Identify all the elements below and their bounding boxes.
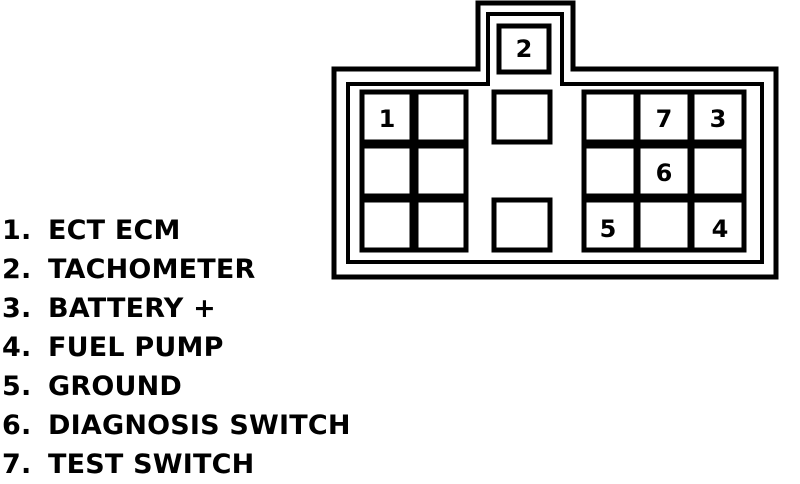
legend-item-number: 5.: [2, 371, 32, 402]
pin-label-4: 4: [712, 215, 729, 243]
cavity-left-r3c1: [359, 197, 415, 253]
pin-label-7: 7: [656, 105, 673, 133]
cavity-right-r1c1: [581, 89, 639, 145]
connector-housing-outer: [331, 0, 779, 280]
legend-item: 1. ECT ECM: [2, 211, 351, 250]
cavity-left-r1c2: [413, 89, 469, 145]
cavity-pin-1: [359, 89, 415, 145]
legend-item-number: 2.: [2, 254, 32, 285]
pin-legend: 1. ECT ECM 2. TACHOMETER 3. BATTERY + 4. FUE…: [2, 211, 351, 484]
cavity-pin-3: [689, 89, 747, 145]
pin-label-2: 2: [516, 35, 533, 63]
pin-label-6: 6: [656, 159, 673, 187]
cavity-left-r2c2: [413, 143, 469, 199]
legend-item-number: 6.: [2, 410, 32, 441]
cavity-right-r3c2: [635, 197, 693, 253]
legend-item-text: FUEL PUMP: [48, 332, 224, 363]
cavity-right-r2c3: [689, 143, 747, 199]
pin-label-3: 3: [710, 105, 727, 133]
legend-item-text: BATTERY +: [48, 293, 216, 324]
cavity-pin-4: [689, 197, 747, 253]
legend-item: 4. FUEL PUMP: [2, 328, 351, 367]
cavity-pin-2: [496, 23, 552, 75]
legend-item: 6. DIAGNOSIS SWITCH: [2, 406, 351, 445]
pin-label-1: 1: [379, 105, 396, 133]
cavity-middle-bottom: [491, 197, 553, 253]
cavity-left-r2c1: [359, 143, 415, 199]
legend-item: 5. GROUND: [2, 367, 351, 406]
legend-item-text: TEST SWITCH: [48, 449, 255, 480]
legend-item-text: TACHOMETER: [48, 254, 256, 285]
connector-housing-inner: [346, 12, 764, 264]
cavity-middle-top: [491, 89, 553, 145]
legend-item-text: DIAGNOSIS SWITCH: [48, 410, 351, 441]
pin-label-5: 5: [600, 215, 617, 243]
legend-item-number: 4.: [2, 332, 32, 363]
legend-item-number: 3.: [2, 293, 32, 324]
legend-item-number: 7.: [2, 449, 32, 480]
cavity-right-r2c1: [581, 143, 639, 199]
legend-item: 2. TACHOMETER: [2, 250, 351, 289]
legend-item: 3. BATTERY +: [2, 289, 351, 328]
legend-item-text: ECT ECM: [48, 215, 181, 246]
legend-item: 7. TEST SWITCH: [2, 445, 351, 484]
legend-item-text: GROUND: [48, 371, 183, 402]
legend-item-number: 1.: [2, 215, 32, 246]
cavity-left-r3c2: [413, 197, 469, 253]
